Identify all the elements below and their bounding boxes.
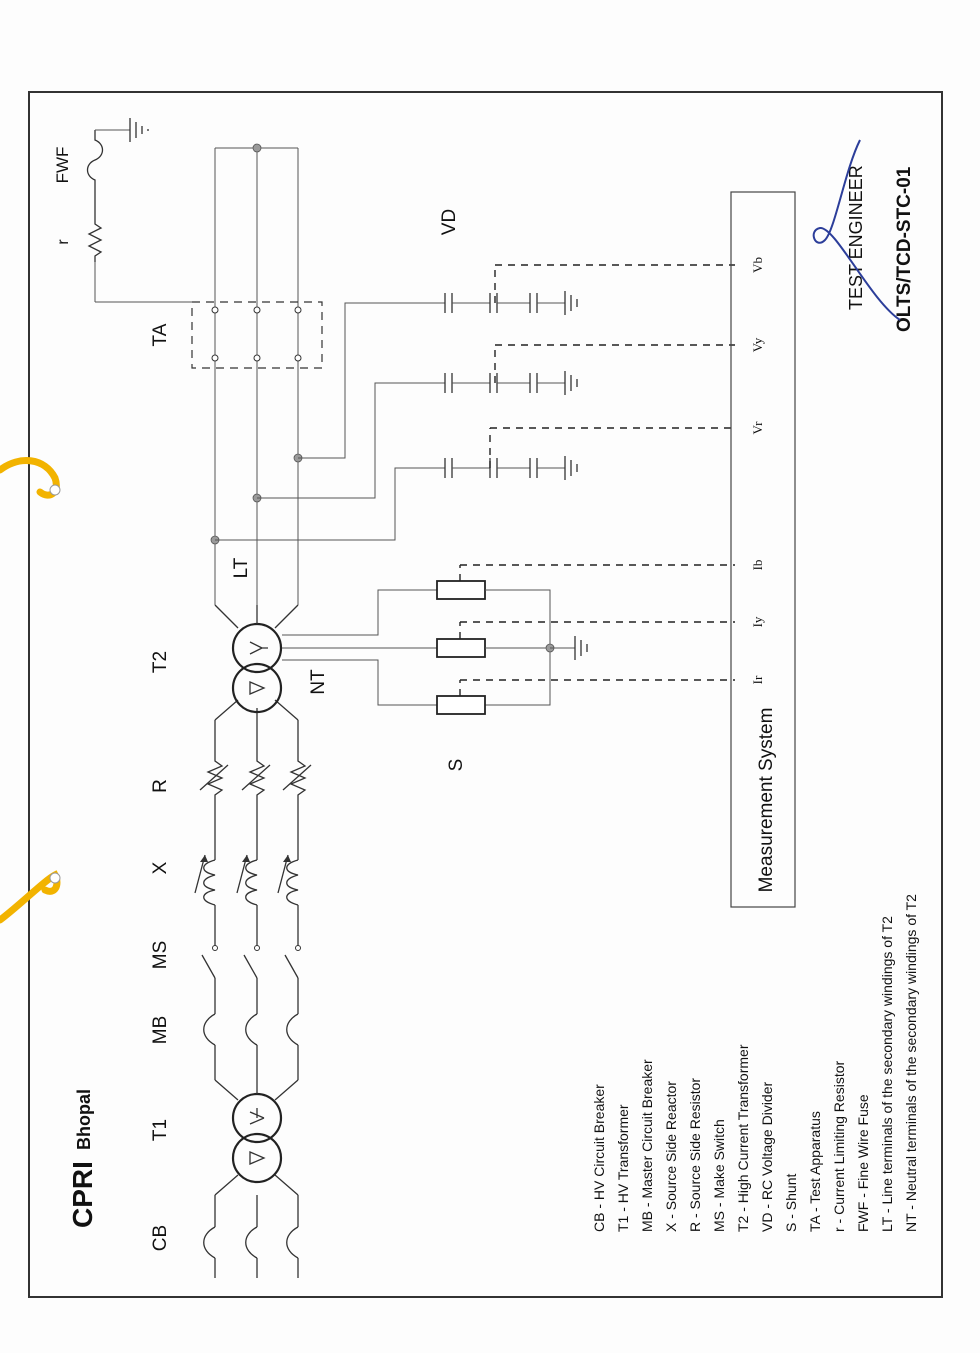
label-mb: MB [150,1016,171,1045]
s-shunts [282,564,735,715]
label-fwf: FWF [53,147,72,184]
channel-vr: Vr [750,421,765,435]
legend-item: NT - Neutral terminals of the secondary … [903,894,919,1232]
fwf-branch [86,118,149,302]
shunt-ir [436,695,486,715]
legend-item: MS - Make Switch [711,1119,727,1232]
ta-test-apparatus [95,301,323,369]
channel-iy: Iy [750,616,765,627]
label-s: S [446,759,467,772]
legend-item: MB - Master Circuit Breaker [639,1059,655,1232]
legend-item: r - Current Limiting Resistor [831,1061,847,1232]
brand-location: Bhopal [74,1089,94,1150]
test-engineer-stamp: TEST ENGINEER OLTS/TCD-STC-01 [812,139,915,332]
legend-item: T2 - High Current Transformer [735,1044,751,1232]
label-ta: TA [150,323,171,346]
measurement-system-label: Measurement System [756,708,777,893]
channel-ib: Ib [750,560,765,571]
phase-wiring [86,118,323,1278]
fine-wire-fuse [86,130,104,200]
legend-item: LT - Line terminals of the secondary win… [879,916,895,1232]
lt-lines [210,143,303,605]
channel-vy: Vy [750,337,765,352]
legend-item: X - Source Side Reactor [663,1081,679,1232]
brand-name: CPRI [67,1161,98,1228]
shunt-iy [436,638,486,658]
label-nt: NT [308,669,329,695]
legend-item: TA - Test Apparatus [807,1111,823,1232]
r-resistors [199,699,312,800]
shunt-ib [436,580,486,600]
t1-delta-winding [231,1132,283,1184]
x-reactors [194,800,299,906]
binding-string [0,457,61,924]
vd-voltage-dividers [215,264,735,541]
diagram-frame [28,91,943,1298]
legend: CB - HV Circuit Breaker T1 - HV Transfor… [591,894,919,1232]
label-lt: LT [231,557,252,578]
label-t2: T2 [150,651,171,673]
label-r-small: r [55,239,72,245]
label-ms: MS [150,941,171,970]
legend-item: FWF - Fine Wire Fuse [855,1094,871,1232]
t2-transformer [214,604,299,714]
stamp-code: OLTS/TCD-STC-01 [894,166,915,332]
label-t1: T1 [150,1119,171,1141]
label-x: X [150,861,171,874]
measurement-system: Measurement System Ir Iy Ib Vr Vy Vb [730,191,796,908]
stamp-role: TEST ENGINEER [846,165,866,310]
cb-breakers [203,1174,299,1278]
signature-mark [812,139,901,321]
mb-breakers [203,978,299,1080]
legend-item: CB - HV Circuit Breaker [591,1084,607,1232]
legend-item: VD - RC Voltage Divider [759,1081,775,1232]
channel-ir: Ir [750,675,765,684]
legend-item: S - Shunt [783,1174,799,1232]
legend-item: R - Source Side Resistor [687,1078,703,1232]
ms-make-switches [201,905,301,979]
channel-vb: Vb [750,257,765,273]
header: CPRI Bhopal [67,1089,98,1228]
label-r: R [150,779,171,793]
current-limiting-resistor [87,200,103,262]
label-cb: CB [150,1225,171,1251]
label-vd: VD [439,209,460,235]
t1-transformer [214,1079,299,1184]
legend-item: T1 - HV Transformer [615,1104,631,1232]
t2-delta-winding [231,662,283,714]
